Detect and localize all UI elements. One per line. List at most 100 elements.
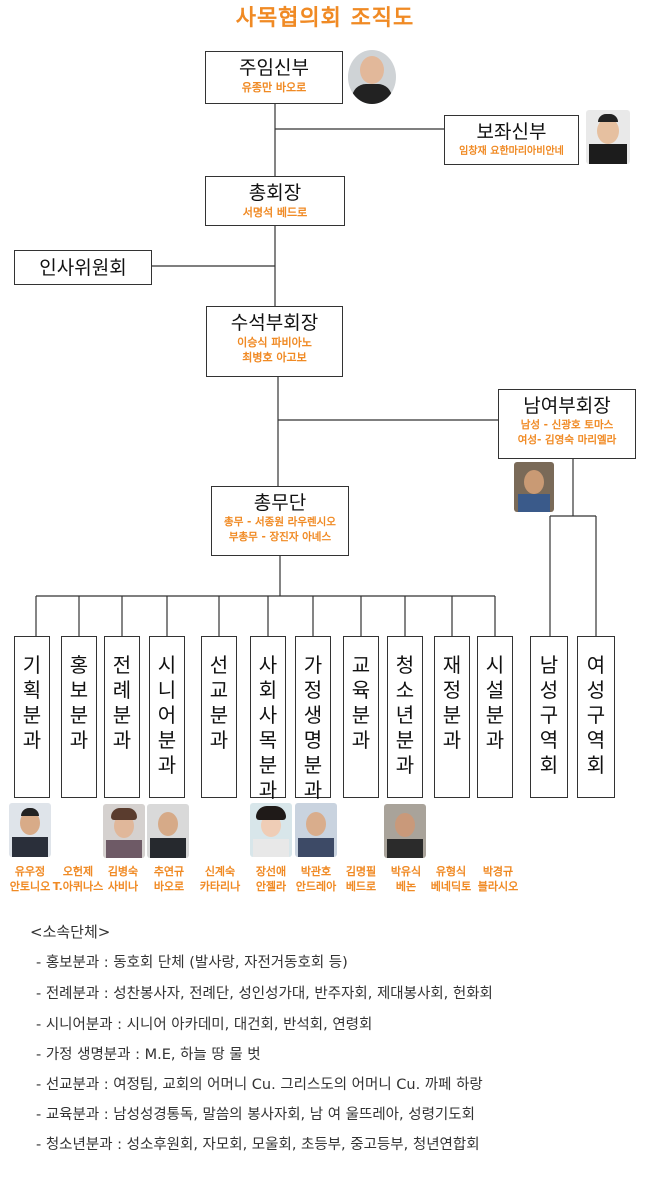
- pastor-role: 주임신부: [239, 57, 309, 79]
- member-family-life-baptismal: 안드레아: [295, 880, 337, 893]
- dept-planning-label: 기획분과: [22, 653, 42, 752]
- page-title: 사목협의회 조직도: [235, 6, 415, 31]
- member-publicity-name: 오헌제: [62, 865, 94, 878]
- dept-publicity-label: 홍보분과: [69, 653, 89, 752]
- member-liturgy-baptismal: 사비나: [107, 880, 139, 893]
- dept-facilities: 시설분과: [477, 636, 513, 798]
- personnel-committee-box: 인사위원회: [14, 250, 152, 285]
- member-senior-baptismal: 바오로: [153, 880, 185, 893]
- pastor-photo: [348, 50, 396, 104]
- gender-vp-name-2: 여성- 김영숙 마리엘라: [517, 434, 617, 446]
- member-planning-name: 유우정: [14, 865, 46, 878]
- assistant-pastor-photo: [586, 110, 630, 164]
- legend-item-family-life: - 가정 생명분과 : M.E, 하늘 땅 물 벗: [36, 1047, 261, 1063]
- assistant-pastor-name: 임창재 요한마리아비안네: [459, 146, 564, 157]
- dept-liturgy: 전례분과: [104, 636, 140, 798]
- member-education-baptismal: 베드로: [345, 880, 377, 893]
- dept-publicity: 홍보분과: [61, 636, 97, 798]
- legend-item-publicity: - 홍보분과 : 동호회 단체 (발사랑, 자전거동호회 등): [36, 955, 348, 971]
- dept-education-label: 교육분과: [351, 653, 371, 752]
- district-women: 여성구역회: [577, 636, 615, 798]
- legend-item-liturgy: - 전례분과 : 성찬봉사자, 전례단, 성인성가대, 반주자회, 제대봉사회,…: [36, 986, 493, 1002]
- president-box: 총회장 서명석 베드로: [205, 176, 345, 226]
- member-mission-name: 신계숙: [204, 865, 236, 878]
- gender-vp-box: 남여부회장 남성 - 신광호 토마스 여성- 김영숙 마리엘라: [498, 389, 636, 459]
- legend-title: <소속단체>: [30, 923, 111, 941]
- member-facilities-baptismal: 블라시오: [477, 880, 519, 893]
- assistant-pastor-role: 보좌신부: [476, 121, 547, 143]
- legend-item-education: - 교육분과 : 남성성경통독, 말씀의 봉사자회, 남 여 울뜨레아, 성령기…: [36, 1107, 475, 1123]
- member-planning-baptismal: 안토니오: [9, 880, 51, 893]
- senior-vp-name-2: 최병호 아고보: [242, 351, 307, 364]
- general-affairs-box: 총무단 총무 - 서종원 라우렌시오 부총무 - 장진자 아녜스: [211, 486, 349, 556]
- member-photo-youth: [384, 804, 426, 858]
- member-family-life-name: 박관호: [300, 865, 332, 878]
- member-youth-baptismal: 베논: [395, 880, 417, 893]
- member-finance-baptismal: 베네딕토: [430, 880, 472, 893]
- member-publicity-baptismal: T.아퀴나스: [52, 880, 104, 893]
- member-photo-family-life: [295, 803, 337, 857]
- general-affairs-role: 총무단: [253, 492, 307, 514]
- dept-senior-label: 시니어분과: [157, 653, 177, 777]
- president-name: 서명석 베드로: [242, 206, 308, 219]
- senior-vp-role: 수석부회장: [230, 312, 319, 334]
- dept-social-ministry-label: 사회사목분과: [258, 653, 278, 802]
- general-affairs-name-2: 부총무 - 장진자 아녜스: [228, 531, 332, 543]
- legend-item-youth: - 청소년분과 : 성소후원회, 자모회, 모울회, 초등부, 중고등부, 청년…: [36, 1137, 480, 1153]
- dept-senior: 시니어분과: [149, 636, 185, 798]
- dept-youth-label: 청소년분과: [395, 653, 415, 777]
- dept-family-life-label: 가정생명분과: [303, 653, 323, 802]
- member-social-ministry-name: 장선애: [255, 865, 287, 878]
- senior-vp-name-1: 이승식 파비아노: [237, 336, 312, 349]
- member-photo-senior: [147, 804, 189, 858]
- legend-item-mission: - 선교분과 : 여정팀, 교회의 어머니 Cu. 그리스도의 어머니 Cu. …: [36, 1077, 483, 1093]
- member-youth-name: 박유식: [390, 865, 422, 878]
- member-social-ministry-baptismal: 안젤라: [255, 880, 287, 893]
- gender-vp-name-1: 남성 - 신광호 토마스: [520, 419, 614, 431]
- dept-mission: 선교분과: [201, 636, 237, 798]
- member-mission-baptismal: 카타리나: [199, 880, 241, 893]
- dept-facilities-label: 시설분과: [485, 653, 505, 752]
- dept-social-ministry: 사회사목분과: [250, 636, 286, 802]
- gender-vp-role: 남여부회장: [523, 395, 611, 417]
- member-photo-planning: [9, 803, 51, 857]
- member-liturgy-name: 김병숙: [107, 865, 139, 878]
- member-photo-social-ministry: [250, 803, 292, 857]
- dept-liturgy-label: 전례분과: [112, 653, 132, 752]
- member-facilities-name: 박경규: [482, 865, 514, 878]
- dept-education: 교육분과: [343, 636, 379, 798]
- district-men-label: 남성구역회: [539, 653, 559, 777]
- member-senior-name: 추연규: [153, 865, 185, 878]
- district-men: 남성구역회: [530, 636, 568, 798]
- senior-vp-box: 수석부회장 이승식 파비아노 최병호 아고보: [206, 306, 343, 377]
- pastor-name: 유종만 바오로: [241, 81, 307, 94]
- president-role: 총회장: [248, 182, 302, 204]
- gender-vp-photo: [514, 462, 554, 512]
- pastor-box: 주임신부 유종만 바오로: [205, 51, 343, 104]
- legend-item-senior: - 시니어분과 : 시니어 아카데미, 대건회, 반석회, 연령회: [36, 1017, 373, 1033]
- member-finance-name: 유형식: [435, 865, 467, 878]
- dept-family-life: 가정생명분과: [295, 636, 331, 802]
- general-affairs-name-1: 총무 - 서종원 라우렌시오: [224, 516, 336, 528]
- dept-youth: 청소년분과: [387, 636, 423, 798]
- district-women-label: 여성구역회: [586, 653, 606, 777]
- dept-mission-label: 선교분과: [209, 653, 229, 752]
- assistant-pastor-box: 보좌신부 임창재 요한마리아비안네: [444, 115, 579, 165]
- dept-finance-label: 재정분과: [442, 653, 462, 752]
- personnel-committee-role: 인사위원회: [39, 257, 127, 279]
- member-education-name: 김명필: [345, 865, 377, 878]
- dept-planning: 기획분과: [14, 636, 50, 798]
- member-photo-liturgy: [103, 804, 145, 858]
- dept-finance: 재정분과: [434, 636, 470, 798]
